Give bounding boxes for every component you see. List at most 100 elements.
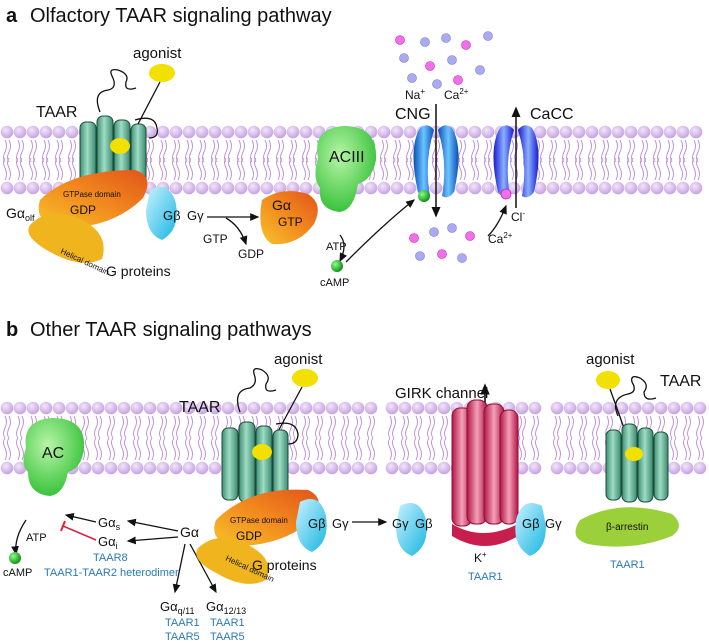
- sodium-ion: [429, 227, 439, 237]
- b-g-alpha: [214, 489, 319, 546]
- b-agonist-label: agonist: [274, 351, 323, 368]
- camp-molecule: [331, 260, 343, 272]
- aciii-label: ACIII: [329, 149, 365, 166]
- g-alpha-i-label: Gαi: [98, 534, 118, 551]
- b-g-gamma-label: Gγ: [332, 516, 349, 531]
- cng-channel-right: [438, 125, 459, 198]
- cng-channel-left: [413, 125, 434, 198]
- g-alpha-q-label: Gαq/11: [160, 599, 195, 616]
- cng-label: CNG: [395, 106, 431, 123]
- heterodimer-label: TAAR1-TAAR2 heterodimer: [44, 567, 179, 579]
- sodium-ion: [420, 37, 430, 47]
- intracellular-ions: [409, 223, 475, 263]
- ac-label: AC: [42, 445, 64, 462]
- q-taar5-label: TAAR5: [165, 631, 200, 643]
- girk-g-gamma-left: Gγ: [392, 516, 409, 531]
- g-gamma-label: Gγ: [187, 208, 204, 223]
- g-alpha-olf: [38, 170, 148, 228]
- g-alpha-center-label: Gα: [180, 524, 199, 540]
- b-taar-label: TAAR: [179, 399, 220, 416]
- sodium-ion: [483, 31, 493, 41]
- inhibition-line: [62, 525, 97, 541]
- g-alpha-olf-label: Gαolf: [6, 205, 35, 223]
- g-beta-gamma: [146, 187, 177, 240]
- b-taar-receptor: [221, 421, 289, 503]
- calcium-ion: [409, 233, 419, 243]
- girk-g-beta-right: Gβ: [522, 516, 540, 531]
- b-agonist2-molecule: [596, 371, 620, 389]
- ac-enzyme: [23, 418, 85, 496]
- girk-label: GIRK channel: [395, 385, 488, 402]
- panel-a-title: Olfactory TAAR signaling pathway: [30, 5, 332, 27]
- b-taar2-label: TAAR: [660, 373, 701, 390]
- girk-g-beta-left: Gβ: [415, 516, 433, 531]
- girk-g-beta-gamma-right: [515, 503, 546, 556]
- sodium-ion: [415, 251, 425, 261]
- b-camp-molecule: [9, 552, 21, 564]
- sodium-ion: [457, 253, 467, 263]
- b-camp-label: cAMP: [3, 567, 32, 579]
- agonist-molecule: [149, 64, 175, 82]
- girk-g-gamma-right: Gγ: [545, 516, 562, 531]
- g-alpha-12-label: Gα12/13: [206, 599, 246, 616]
- q-taar1-label: TAAR1: [165, 617, 200, 629]
- b-g-proteins-label: G proteins: [252, 557, 317, 573]
- sodium-ion: [441, 33, 451, 43]
- g-alpha-s-label: Gαs: [98, 515, 121, 532]
- calcium-ion: [425, 61, 435, 71]
- g-alpha-active: [260, 191, 318, 245]
- ca-bottom-label: Ca2+: [488, 231, 513, 246]
- g-beta-label: Gβ: [163, 208, 181, 223]
- calcium-ion: [461, 40, 471, 50]
- cacc-channel-right: [518, 125, 539, 198]
- sodium-ion: [447, 55, 457, 65]
- panel-a-letter: a: [6, 5, 18, 27]
- na-label: Na+: [405, 87, 425, 102]
- girk-taar1-label: TAAR1: [468, 571, 503, 583]
- b-taar2-receptor: [605, 423, 669, 503]
- girk-g-beta-gamma-left: [396, 503, 427, 556]
- taar-label: TAAR: [36, 104, 77, 121]
- ca-bound: [500, 188, 512, 200]
- b-gdp-label: GDP: [236, 529, 262, 543]
- b-gtpase-domain-label: GTPase domain: [230, 516, 288, 525]
- b-agonist-molecule: [292, 369, 318, 387]
- t12-taar5-label: TAAR5: [210, 631, 245, 643]
- cl-label: Cl-: [511, 209, 525, 224]
- sodium-ion: [399, 53, 409, 63]
- camp-label: cAMP: [320, 277, 349, 289]
- panel-b-title: Other TAAR signaling pathways: [30, 319, 312, 341]
- b-g-beta-label: Gβ: [308, 516, 326, 531]
- camp-bound: [418, 190, 430, 202]
- calcium-ion: [437, 249, 447, 259]
- extracellular-ions: [395, 31, 493, 89]
- sodium-ion: [475, 65, 485, 75]
- beta-arrestin-label: β-arrestin: [606, 522, 648, 533]
- beta-arrestin: [575, 507, 679, 547]
- sodium-ion: [447, 223, 457, 233]
- b-helical-domain: [196, 537, 269, 584]
- calcium-ion: [465, 231, 475, 241]
- gdp-label: GDP: [70, 203, 96, 217]
- sodium-ion: [407, 73, 417, 83]
- sodium-ion: [432, 79, 442, 89]
- g-alpha-gtp-label: GTP: [278, 215, 303, 229]
- panel-b-letter: b: [6, 319, 18, 341]
- agonist-label: agonist: [133, 45, 182, 62]
- ca-top-label: Ca2+: [444, 87, 469, 102]
- helical-domain: [28, 213, 104, 263]
- b-atp-label: ATP: [26, 532, 47, 544]
- arrestin-taar1-label: TAAR1: [610, 559, 645, 571]
- aciii-enzyme: [315, 126, 377, 212]
- calcium-ion: [395, 35, 405, 45]
- t12-taar1-label: TAAR1: [210, 617, 245, 629]
- gtp-in-label: GTP: [203, 232, 228, 246]
- b-g-beta-gamma: [296, 499, 327, 552]
- receptor-loops: [96, 68, 158, 139]
- panel-b: b Other TAAR signaling pathways AC ATP c…: [3, 319, 701, 643]
- girk-channel: [451, 399, 519, 546]
- g-alpha-active-label: Gα: [272, 197, 291, 213]
- cacc-channel-left: [493, 125, 514, 198]
- taar8-label: TAAR8: [93, 552, 128, 564]
